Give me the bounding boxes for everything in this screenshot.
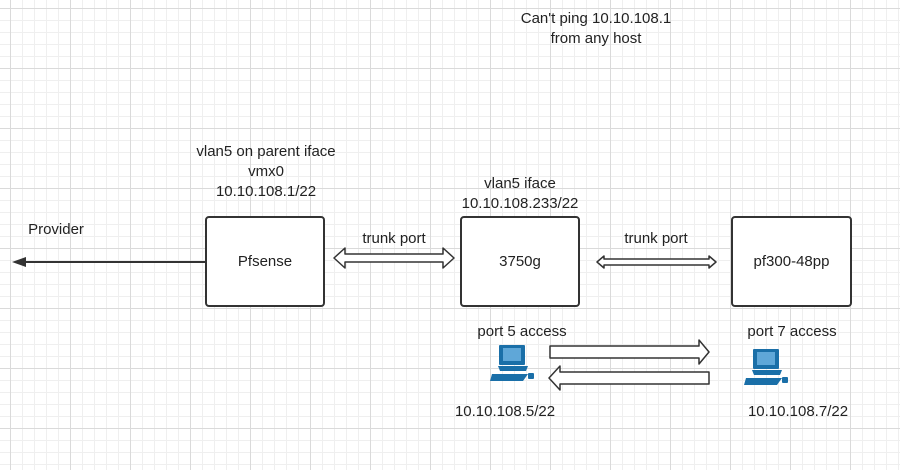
host-right-ip: 10.10.108.7/22 bbox=[747, 403, 849, 420]
host-left-ip: 10.10.108.5/22 bbox=[454, 403, 556, 420]
switch-pf300-label: pf300-48pp bbox=[753, 253, 830, 270]
host-left-port-label: port 5 access bbox=[477, 323, 567, 340]
pfsense-description: vlan5 on parent iface vmx0 10.10.108.1/2… bbox=[196, 143, 336, 200]
computer-icon[interactable] bbox=[744, 348, 790, 386]
note-text: Can't ping 10.10.108.1 from any host bbox=[520, 10, 672, 47]
provider-arrow bbox=[12, 257, 205, 267]
host-right-port-label: port 7 access bbox=[747, 323, 837, 340]
trunk-port-label-right: trunk port bbox=[624, 230, 688, 247]
switch-3750g-description: vlan5 iface 10.10.108.233/22 bbox=[461, 175, 579, 212]
computer-icon[interactable] bbox=[490, 344, 536, 382]
pfsense-box[interactable]: Pfsense bbox=[205, 216, 325, 307]
host-arrow-right bbox=[549, 339, 710, 365]
switch-3750g-box[interactable]: 3750g bbox=[460, 216, 580, 307]
switch-3750g-label: 3750g bbox=[499, 253, 541, 270]
trunk-port-label-left: trunk port bbox=[362, 230, 426, 247]
host-arrow-left bbox=[548, 365, 710, 391]
provider-label: Provider bbox=[28, 221, 84, 238]
pfsense-label: Pfsense bbox=[237, 253, 293, 270]
trunk-arrow-right bbox=[596, 255, 717, 269]
trunk-arrow-left bbox=[333, 247, 455, 269]
switch-pf300-box[interactable]: pf300-48pp bbox=[731, 216, 852, 307]
